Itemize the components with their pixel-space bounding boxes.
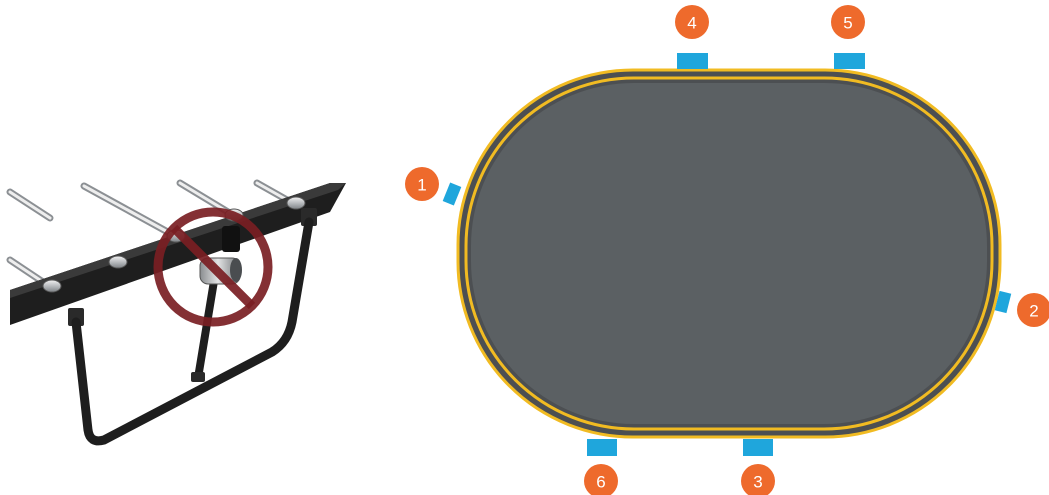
jumping-mat xyxy=(471,83,987,424)
leg-brace xyxy=(194,271,219,382)
strap-badges: 1 2 3 4 5 6 xyxy=(405,5,1049,495)
strap-3 xyxy=(743,439,773,456)
prohibited-icon xyxy=(153,207,273,327)
attachment-straps xyxy=(442,53,1012,456)
badge-number: 3 xyxy=(753,473,762,492)
frame-legs xyxy=(68,208,317,446)
badge-number: 5 xyxy=(843,14,852,33)
badge-6: 6 xyxy=(584,464,618,495)
padding-inner-line xyxy=(464,76,994,431)
strap-2 xyxy=(994,290,1012,314)
badge-number: 1 xyxy=(417,176,426,195)
badge-3: 3 xyxy=(741,464,775,495)
badge-2: 2 xyxy=(1017,293,1049,327)
strap-1 xyxy=(442,182,462,206)
leg-tube xyxy=(71,217,314,446)
strap-4 xyxy=(677,53,708,69)
badge-number: 4 xyxy=(687,14,696,33)
strap-6 xyxy=(587,439,617,456)
mat-diagram: 1 2 3 4 5 6 xyxy=(405,5,1049,495)
frame-detail-illustration xyxy=(6,179,346,446)
badge-5: 5 xyxy=(831,5,865,39)
badge-4: 4 xyxy=(675,5,709,39)
strap-5 xyxy=(834,53,865,69)
badge-1: 1 xyxy=(405,167,439,201)
badge-number: 6 xyxy=(596,473,605,492)
frame-rail xyxy=(10,183,346,325)
badge-number: 2 xyxy=(1029,302,1038,321)
